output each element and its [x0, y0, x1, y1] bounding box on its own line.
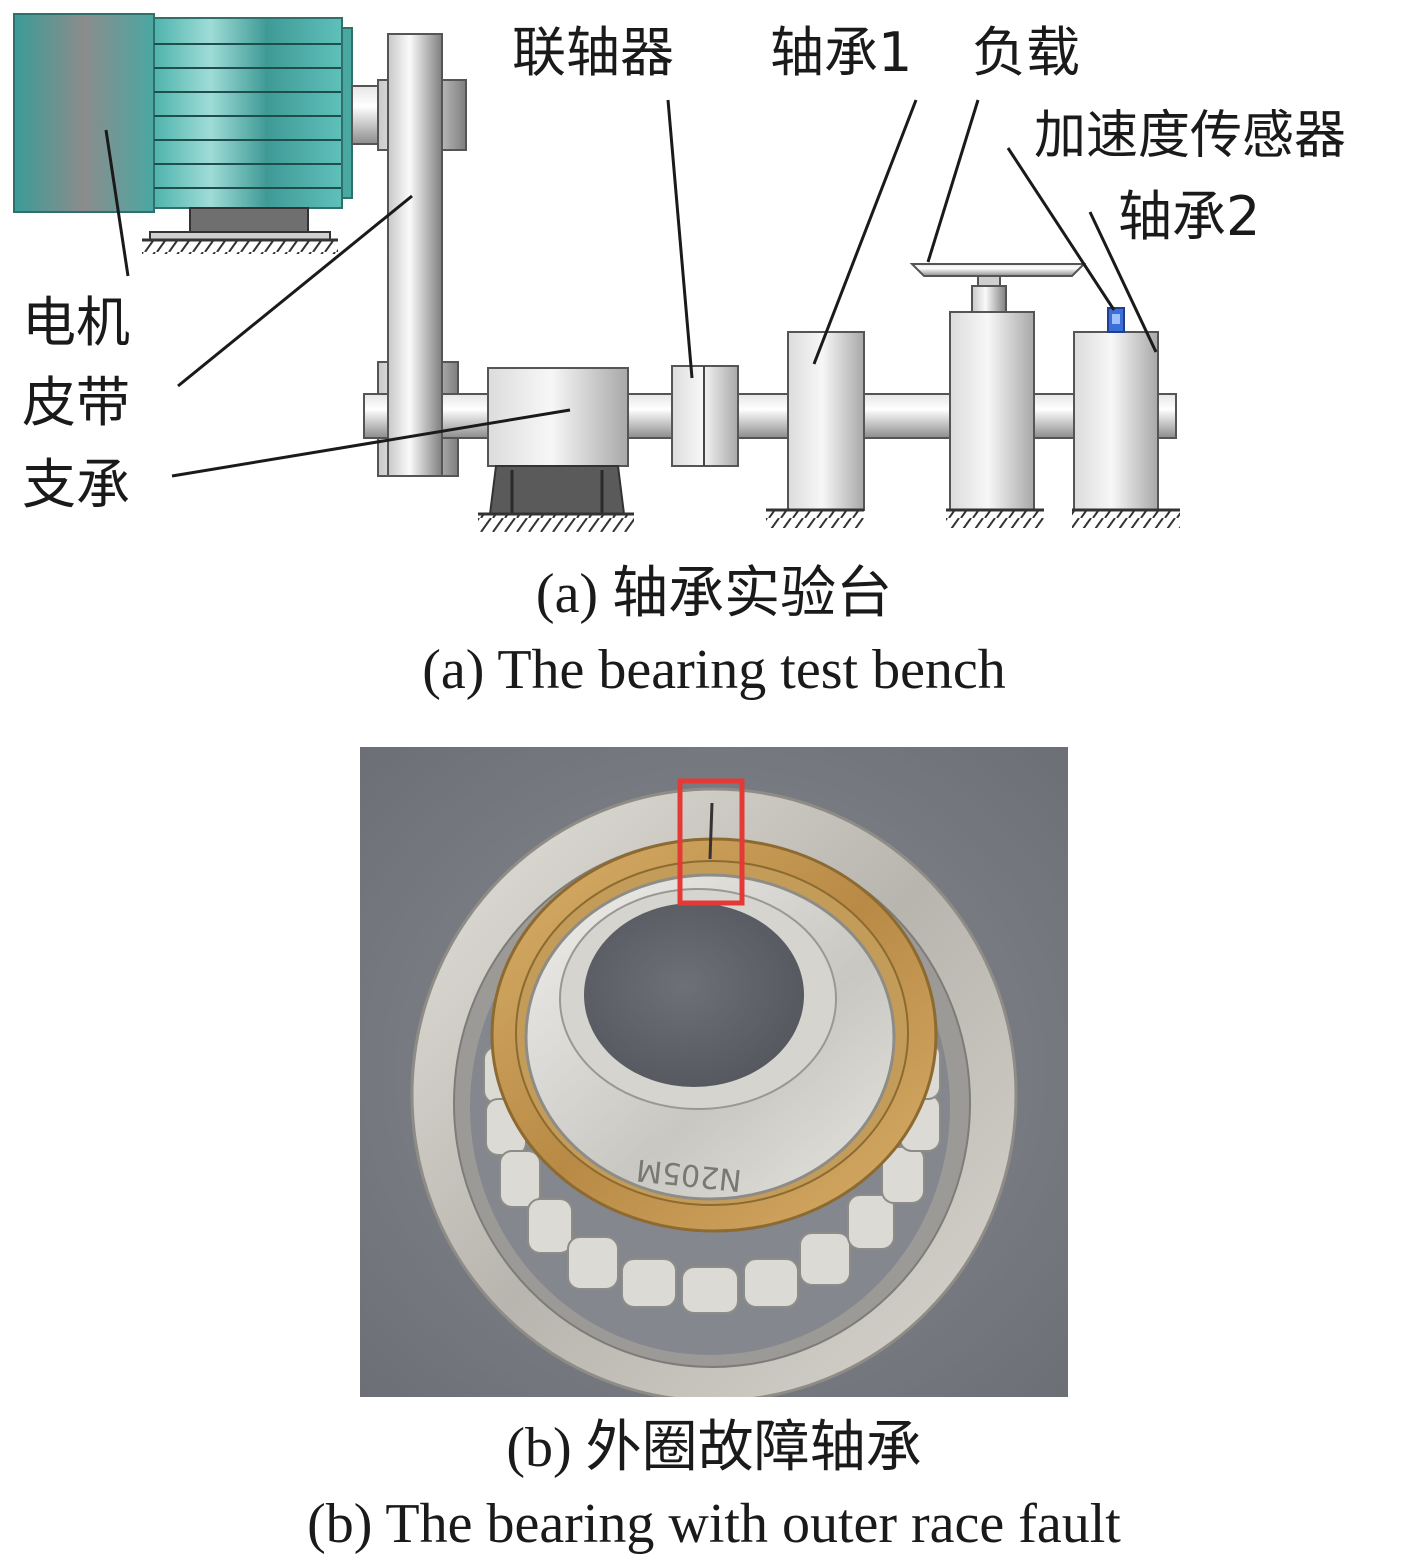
load-unit [909, 263, 1087, 528]
support-block [478, 367, 634, 532]
belt [387, 33, 443, 477]
bearing-photo: N205M [360, 747, 1068, 1397]
bearing-2 [1072, 331, 1180, 528]
motor-shaft [351, 85, 381, 145]
accelerometer [1107, 307, 1125, 333]
coupling [671, 365, 739, 467]
caption-b-chinese: (b) 外圈故障轴承 [506, 1417, 922, 1479]
label-belt: 皮带 [22, 371, 130, 434]
label-accel-sensor: 加速度传感器 [1034, 106, 1347, 166]
leader-lines [104, 99, 1158, 478]
test-bench-diagram [13, 13, 1180, 532]
label-bearing-1: 轴承1 [770, 21, 913, 84]
label-load: 负载 [972, 21, 1080, 84]
inner-race: N205M [524, 873, 896, 1201]
main-shaft [363, 393, 1177, 439]
caption-b-english: (b) The bearing with outer race fault [307, 1493, 1121, 1555]
label-coupling: 联轴器 [512, 21, 674, 84]
label-support: 支承 [22, 453, 130, 516]
label-motor: 电机 [22, 291, 130, 354]
caption-a-chinese: (a) 轴承实验台 [535, 563, 893, 625]
fault-highlight-box [677, 778, 745, 906]
label-bearing-2: 轴承2 [1118, 185, 1261, 248]
motor [13, 13, 353, 254]
caption-a-english: (a) The bearing test bench [422, 639, 1006, 701]
fault-notch [708, 802, 714, 860]
bearing-1 [766, 331, 865, 528]
